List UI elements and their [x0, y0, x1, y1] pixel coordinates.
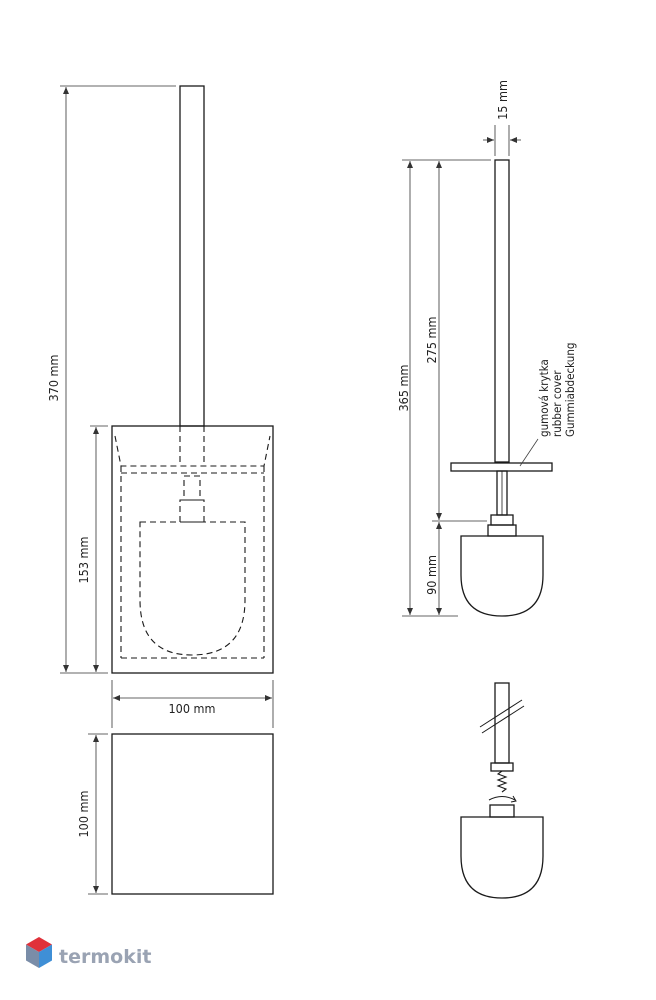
front-view [111, 85, 274, 895]
brand-name: termokit [59, 946, 151, 968]
callout-line-cz: gumová krytka [537, 359, 551, 437]
callout-label: gumová krytka rubber cover Gummiabdeckun… [537, 343, 577, 437]
label-container-height: 153 mm [76, 537, 91, 584]
detail-socket [489, 804, 515, 818]
break-line-2 [481, 705, 525, 734]
handle-outline [179, 85, 205, 427]
rotation-arrow [488, 796, 516, 801]
callout-line-de: Gummiabdeckung [563, 343, 577, 437]
front-dimensions [60, 85, 274, 895]
callout-line-en: rubber cover [550, 370, 564, 437]
brush-head [460, 535, 544, 617]
hidden-lines [114, 426, 271, 659]
label-head-height: 90 mm [424, 555, 439, 595]
brush-view [450, 159, 553, 617]
container-outline [111, 425, 274, 674]
label-container-depth: 100 mm [76, 791, 91, 838]
label-container-width: 100 mm [169, 701, 216, 716]
detail-connector [490, 762, 514, 772]
brush-dimensions [402, 125, 539, 617]
label-handle-length: 275 mm [424, 317, 439, 364]
rubber-cover [450, 462, 553, 472]
label-brush-total-length: 365 mm [396, 365, 411, 412]
brush-dimension-labels: 15 mm 365 mm 275 mm 90 mm gumová krytka … [396, 80, 577, 595]
detail-brush-head [460, 816, 544, 899]
brush-handle [494, 159, 510, 463]
screw-thread [496, 770, 508, 793]
brush-connector [490, 514, 514, 526]
termokit-logo-icon [26, 937, 52, 968]
break-line-1 [479, 699, 523, 728]
callout-leader [519, 438, 539, 467]
brush-detach-detail [460, 682, 544, 899]
front-dimension-labels: 370 mm 153 mm 100 mm 100 mm [46, 355, 215, 838]
brand-logo: termokit [26, 937, 151, 968]
label-brush-width: 15 mm [495, 80, 510, 120]
label-total-height: 370 mm [46, 355, 61, 402]
container-top-view [111, 733, 274, 895]
